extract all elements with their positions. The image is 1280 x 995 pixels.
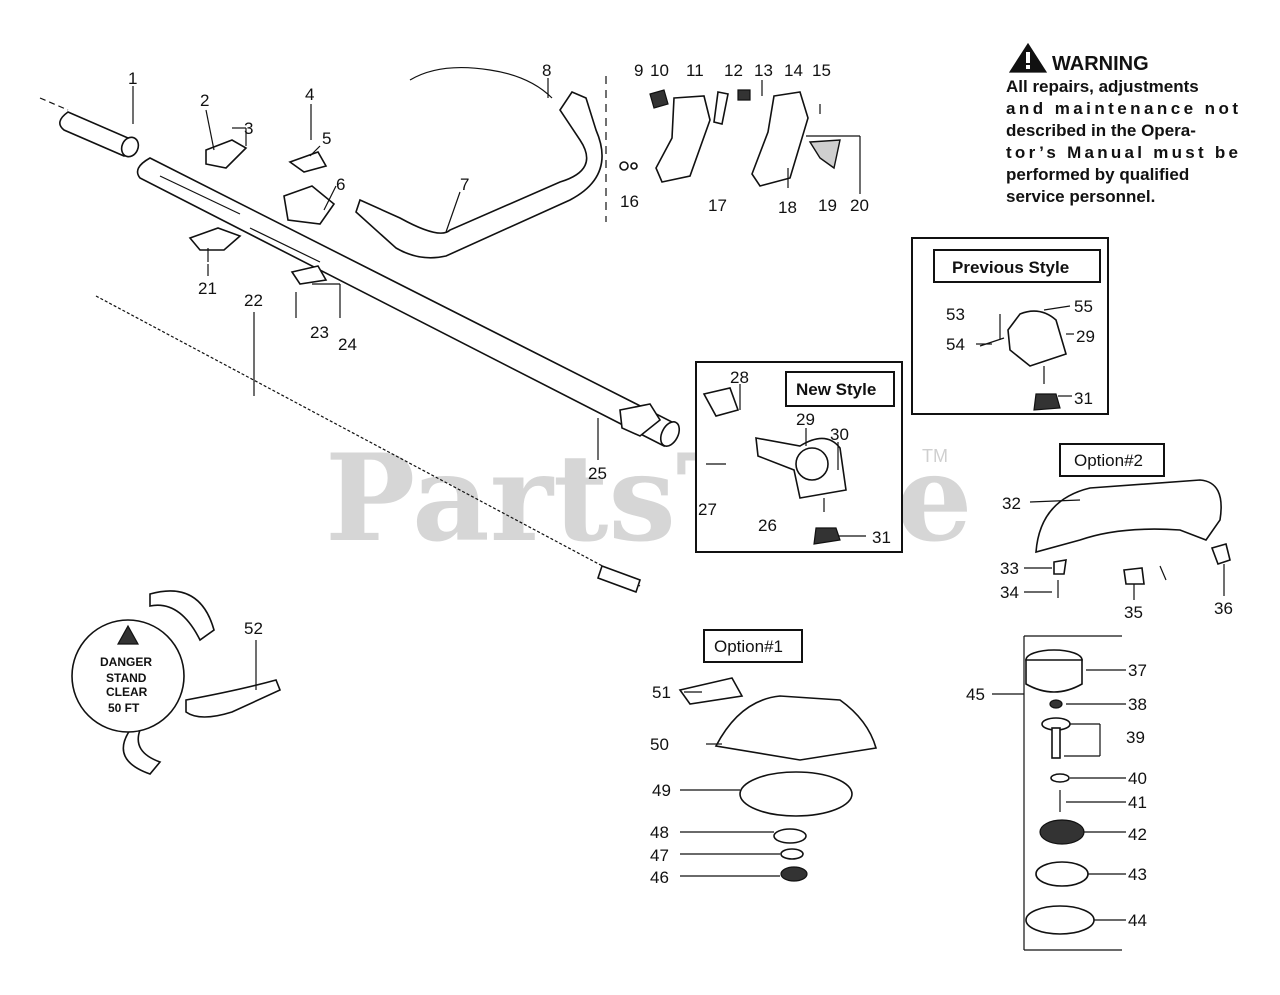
danger-sign-line-4: 50 FT <box>108 701 140 715</box>
part-number: 9 <box>634 61 643 80</box>
new-style-gearhead-drawing <box>702 387 847 545</box>
part-number: 11 <box>686 61 704 80</box>
danger-sign-line-1: DANGER <box>100 655 152 669</box>
part-number: 30 <box>830 425 849 444</box>
part-number: 2 <box>200 91 209 110</box>
part-number: 53 <box>946 305 965 324</box>
warning-line-6: service personnel. <box>1006 187 1155 206</box>
part-number: 41 <box>1128 793 1147 812</box>
part-number: 15 <box>812 61 831 80</box>
new-style-label: New Style <box>796 380 876 399</box>
part-number: 40 <box>1128 769 1147 788</box>
danger-sign-line-3: CLEAR <box>106 685 148 699</box>
part-number: 47 <box>650 846 669 865</box>
part-number: 4 <box>305 85 314 104</box>
trimmer-head-drawing <box>1023 635 1122 951</box>
part-number: 28 <box>730 368 749 387</box>
hardware-parts-drawing <box>188 66 861 318</box>
option2-guard-drawing <box>1035 479 1231 598</box>
part-number: 24 <box>338 335 357 354</box>
part-number: 19 <box>818 196 837 215</box>
part-number: 7 <box>460 175 469 194</box>
warning-line-2: and maintenance not <box>1006 99 1238 118</box>
warning-block: WARNING All repairs, adjustments and mai… <box>1006 42 1238 206</box>
part-number: 36 <box>1214 599 1233 618</box>
part-number: 16 <box>620 192 639 211</box>
part-number: 8 <box>542 61 551 80</box>
part-number: 33 <box>1000 559 1019 578</box>
part-number: 5 <box>322 129 331 148</box>
part-number: 14 <box>784 61 803 80</box>
part-number: 18 <box>778 198 797 217</box>
previous-style-label: Previous Style <box>952 258 1069 277</box>
part-number: 31 <box>1074 389 1093 408</box>
previous-style-gearhead-drawing <box>979 310 1067 411</box>
danger-sign-line-2: STAND <box>106 671 147 685</box>
part-number: 44 <box>1128 911 1147 930</box>
part-number: 29 <box>1076 327 1095 346</box>
part-number: 54 <box>946 335 965 354</box>
part-number: 22 <box>244 291 263 310</box>
part-number: 55 <box>1074 297 1093 316</box>
part-number-labels: 1 2 3 4 5 6 7 8 9 10 11 12 13 14 15 16 1… <box>128 61 1233 930</box>
leader-lines <box>132 78 1225 921</box>
part-number: 37 <box>1128 661 1147 680</box>
part-number: 50 <box>650 735 669 754</box>
part-number: 48 <box>650 823 669 842</box>
part-number: 27 <box>698 500 717 519</box>
part-number: 34 <box>1000 583 1019 602</box>
part-number: 32 <box>1002 494 1021 513</box>
watermark-tm: TM <box>922 446 948 466</box>
part-number: 39 <box>1126 728 1145 747</box>
option1-label-box <box>703 629 803 663</box>
part-number: 49 <box>652 781 671 800</box>
part-number: 17 <box>708 196 727 215</box>
option1-label: Option#1 <box>714 637 783 656</box>
part-number: 52 <box>244 619 263 638</box>
part-number: 26 <box>758 516 777 535</box>
part-number: 6 <box>336 175 345 194</box>
part-number: 42 <box>1128 825 1147 844</box>
part-number: 13 <box>754 61 773 80</box>
previous-style-label-box <box>933 249 1101 283</box>
part-number: 35 <box>1124 603 1143 622</box>
part-number: 38 <box>1128 695 1147 714</box>
part-number: 23 <box>310 323 329 342</box>
part-number: 25 <box>588 464 607 483</box>
part-number: 21 <box>198 279 217 298</box>
part-number: 3 <box>244 119 253 138</box>
part-number: 46 <box>650 868 669 887</box>
shaft-assembly-drawing <box>39 97 681 594</box>
part-number: 43 <box>1128 865 1147 884</box>
part-number: 1 <box>128 69 137 88</box>
part-number: 20 <box>850 196 869 215</box>
warning-line-1: All repairs, adjustments <box>1006 77 1199 96</box>
option1-blade-drawing <box>678 677 878 882</box>
warning-line-5: performed by qualified <box>1006 165 1189 184</box>
warning-title: WARNING <box>1052 53 1149 75</box>
part-number: 10 <box>650 61 669 80</box>
warning-line-4: tor’s Manual must be <box>1006 143 1238 162</box>
part-number: 51 <box>652 683 671 702</box>
warning-line-3: described in the Opera- <box>1006 121 1196 140</box>
part-number: 29 <box>796 410 815 429</box>
new-style-label-box <box>785 371 895 407</box>
part-number: 12 <box>724 61 743 80</box>
option2-label-box <box>1059 443 1165 477</box>
part-number: 31 <box>872 528 891 547</box>
part-number: 45 <box>966 685 985 704</box>
option2-label: Option#2 <box>1074 451 1143 470</box>
